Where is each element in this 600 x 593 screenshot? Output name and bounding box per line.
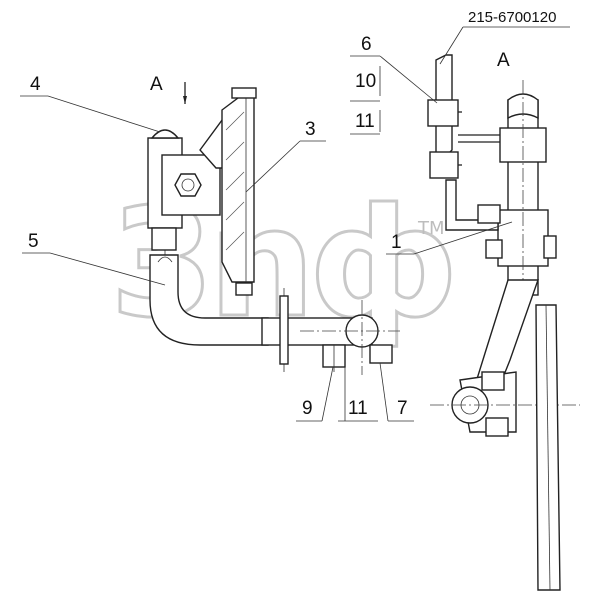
callout-6: 6	[361, 34, 372, 55]
callout-11-bottom: 11	[348, 398, 368, 419]
callout-5: 5	[28, 231, 39, 252]
right-view	[427, 54, 580, 591]
view-label-section: A	[150, 74, 163, 95]
leader-lines	[20, 26, 570, 422]
callout-4: 4	[30, 74, 41, 95]
callout-9: 9	[302, 398, 313, 419]
watermark-tm: TM	[417, 218, 445, 239]
view-label-right: A	[497, 50, 510, 71]
callout-11-top: 11	[355, 111, 375, 132]
left-view	[147, 82, 400, 375]
labels: A A 215-6700120 4 3 5 1 6 10 11 9 11 7	[28, 9, 556, 419]
callout-3: 3	[305, 119, 316, 140]
hex-nut	[174, 173, 202, 197]
callout-10: 10	[355, 71, 376, 92]
callout-1: 1	[391, 232, 402, 253]
mirror-plate	[221, 91, 255, 283]
clamp-block	[161, 154, 221, 216]
drawing-number: 215-6700120	[468, 9, 556, 26]
callout-7: 7	[397, 398, 408, 419]
bolt-7	[369, 344, 393, 364]
